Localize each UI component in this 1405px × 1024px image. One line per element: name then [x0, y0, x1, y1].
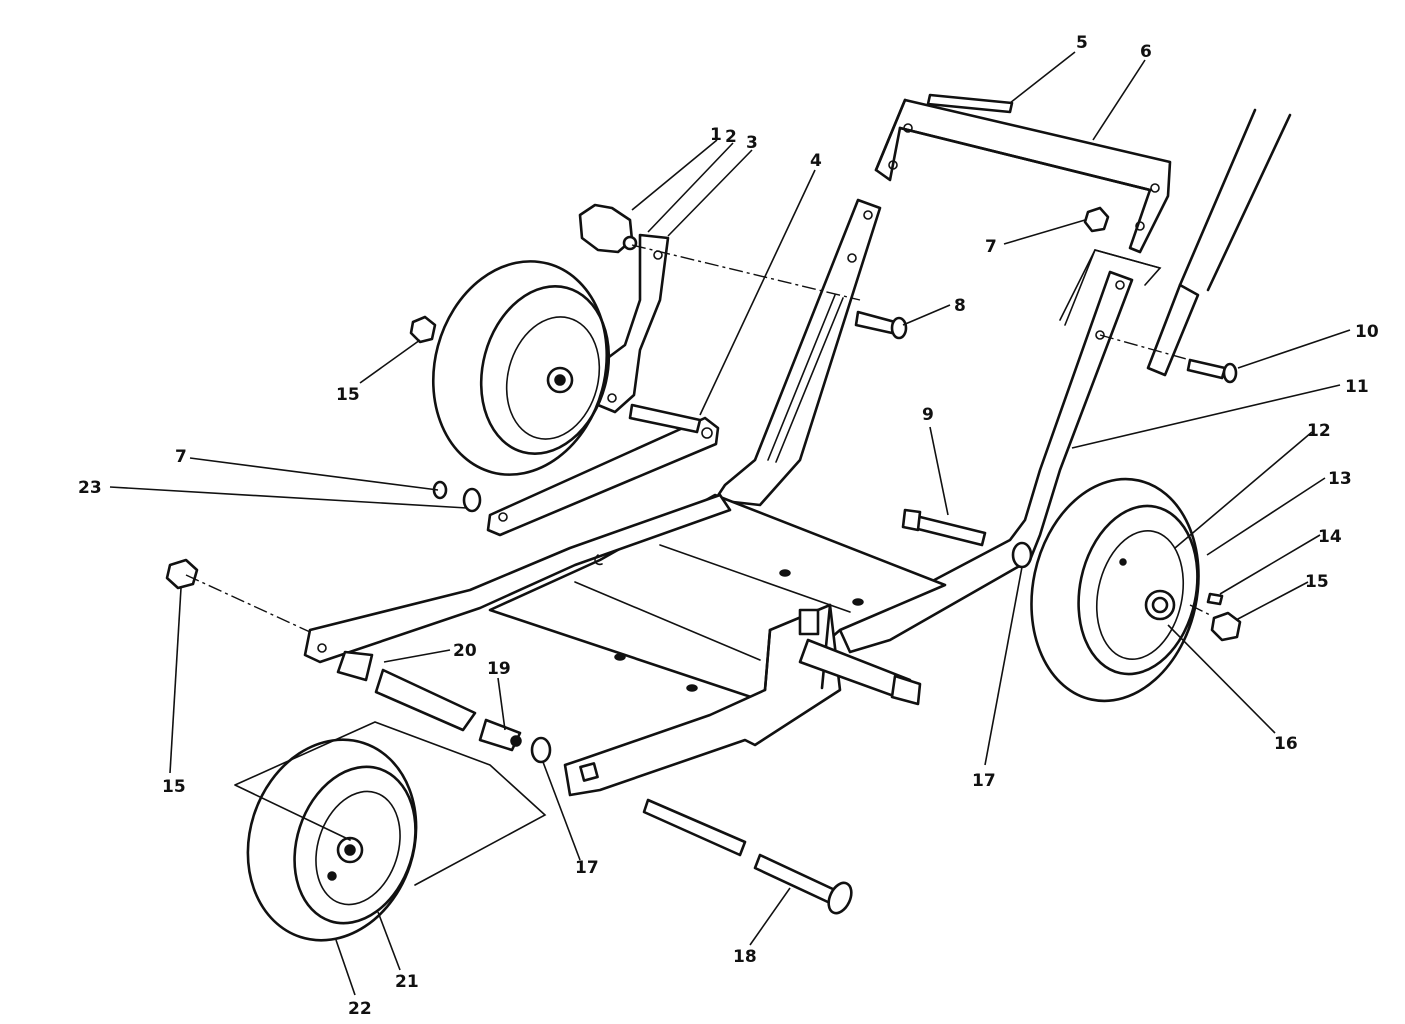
callout-10: 10: [1355, 322, 1379, 342]
callout-22: 22: [348, 999, 372, 1019]
frame-upright-left: [713, 198, 882, 507]
callout-11: 11: [1345, 377, 1369, 397]
frame-arm-front: [303, 493, 732, 664]
nuts-washers: [165, 206, 1242, 764]
callout-13: 13: [1328, 469, 1352, 489]
callout-15-lower-left: 15: [162, 777, 186, 797]
callout-15-upper-left: 15: [336, 385, 360, 405]
callout-5: 5: [1076, 33, 1088, 53]
handle-bracket: [874, 93, 1172, 254]
wheel-upper-left: [431, 260, 611, 476]
callout-4: 4: [810, 151, 822, 171]
wheel-right: [1030, 477, 1200, 703]
callout-9: 9: [922, 405, 934, 425]
bolt-8: [854, 310, 897, 335]
callout-8: 8: [954, 296, 966, 316]
wheel-lower-left: [246, 738, 418, 942]
plate: [926, 93, 1014, 114]
callout-7-lower: 7: [175, 447, 187, 467]
center-lines: [185, 244, 1211, 886]
knob: [578, 203, 638, 254]
callout-7-upper: 7: [985, 237, 997, 257]
callout-12: 12: [1307, 421, 1331, 441]
spacers: [336, 650, 522, 752]
cross-bar: [486, 403, 720, 537]
callout-17-left: 17: [575, 858, 599, 878]
leader-lines: [109, 51, 1351, 996]
bolt-long: [642, 798, 853, 915]
callout-16: 16: [1274, 734, 1298, 754]
callout-19: 19: [487, 659, 511, 679]
frame-arm-right: [838, 270, 1134, 654]
callout-17-right: 17: [972, 771, 996, 791]
callout-15-right: 15: [1305, 572, 1329, 592]
callout-1: 1: [710, 125, 722, 145]
callout-20: 20: [453, 641, 477, 661]
bolt-9: [908, 513, 987, 547]
axle-bracket: [563, 603, 842, 797]
callout-3: 3: [746, 133, 758, 153]
callout-labels: 1 2 3 4 5 6 7 7 8 9 10 11 12 13 14 15 15…: [78, 33, 1379, 1019]
callout-14: 14: [1318, 527, 1342, 547]
handle-tube: [1146, 108, 1292, 377]
callout-21: 21: [395, 972, 419, 992]
axle-shaft: [798, 638, 922, 706]
callout-2: 2: [725, 127, 737, 147]
callout-23: 23: [78, 478, 102, 498]
callout-6: 6: [1140, 42, 1152, 62]
bolt-10: [1186, 358, 1227, 380]
mounting-arm: [596, 233, 670, 414]
callout-18: 18: [733, 947, 757, 967]
